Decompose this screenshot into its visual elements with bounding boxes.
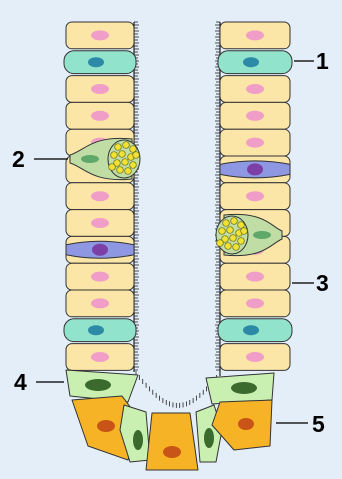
goblet-nucleus: [253, 231, 271, 239]
enterocyte-nucleus: [246, 191, 264, 201]
enterocyte-nucleus: [246, 352, 264, 362]
enteroendocrine-nucleus: [247, 163, 263, 175]
granule: [225, 243, 232, 250]
label-4: 4: [14, 369, 27, 395]
stem-nucleus: [231, 382, 257, 394]
granule: [219, 228, 226, 235]
paneth-cell: [146, 413, 198, 470]
granule: [230, 235, 237, 242]
stem-nucleus: [85, 379, 111, 391]
enterocyte-nucleus: [91, 84, 109, 94]
enterocyte-nucleus: [246, 84, 264, 94]
enterocyte-nucleus: [91, 111, 109, 121]
enterocyte-nucleus: [246, 272, 264, 282]
granule: [130, 146, 137, 153]
granule: [125, 168, 132, 175]
granule: [111, 152, 118, 159]
stem-nucleus: [133, 430, 143, 450]
granule: [117, 167, 124, 174]
enterocyte-nucleus: [91, 298, 109, 308]
granule: [217, 240, 224, 247]
tuft-nucleus: [243, 325, 259, 335]
granule: [109, 164, 116, 171]
paneth-nucleus: [97, 420, 115, 432]
enterocyte-nucleus: [91, 352, 109, 362]
label-1: 1: [316, 48, 329, 74]
paneth-nucleus: [163, 446, 181, 458]
enterocyte-nucleus: [91, 30, 109, 40]
goblet-nucleus: [81, 155, 99, 163]
enterocyte-nucleus: [246, 30, 264, 40]
paneth-nucleus: [238, 418, 254, 430]
label-5: 5: [312, 411, 325, 437]
granule: [133, 152, 140, 159]
enterocyte-nucleus: [91, 272, 109, 282]
granule: [115, 144, 122, 151]
enterocyte-nucleus: [246, 298, 264, 308]
granule: [130, 162, 137, 169]
granule: [241, 228, 248, 235]
granule: [227, 227, 234, 234]
enterocyte-nucleus: [246, 138, 264, 148]
stem-nucleus: [204, 428, 214, 448]
label-2: 2: [12, 146, 25, 172]
granule: [122, 159, 129, 166]
granule: [238, 222, 245, 229]
label-3: 3: [316, 270, 329, 296]
tuft-nucleus: [243, 57, 259, 67]
granule: [119, 151, 126, 158]
tuft-nucleus: [88, 57, 104, 67]
granule: [223, 220, 230, 227]
enteroendocrine-nucleus: [92, 244, 108, 256]
granule: [233, 244, 240, 251]
enterocyte-nucleus: [246, 111, 264, 121]
granule: [231, 218, 238, 225]
enterocyte-nucleus: [91, 191, 109, 201]
tuft-nucleus: [88, 325, 104, 335]
granule: [238, 238, 245, 245]
enterocyte-nucleus: [91, 218, 109, 228]
granule: [123, 142, 130, 149]
